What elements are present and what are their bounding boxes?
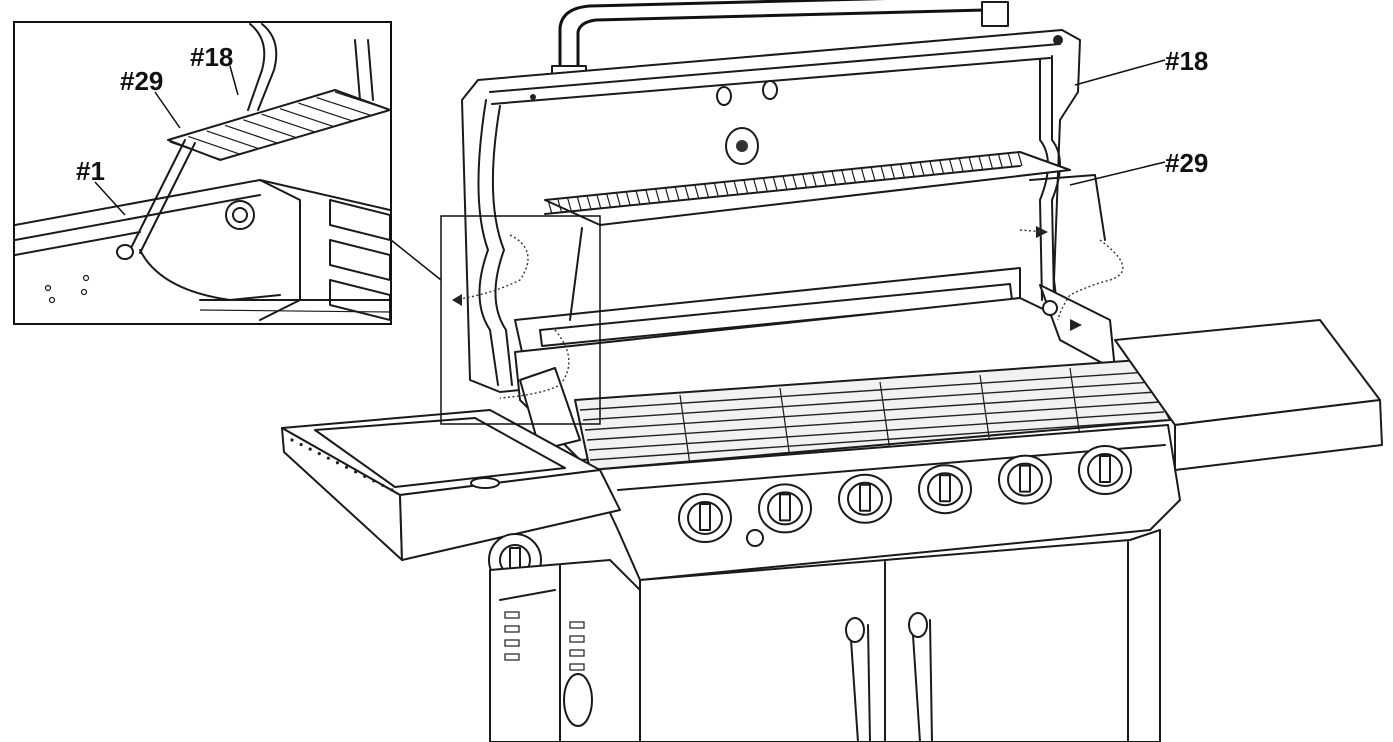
main-callouts: #18 #29 bbox=[1069, 46, 1208, 186]
control-panel bbox=[589, 424, 1181, 581]
arrow-left-icon bbox=[452, 294, 462, 306]
right-side-shelf bbox=[1114, 319, 1383, 471]
inset-callout-18-label: #18 bbox=[190, 42, 233, 72]
detail-highlight-box bbox=[440, 215, 601, 425]
left-side-shelf bbox=[281, 409, 621, 587]
arrow-right-icon bbox=[1070, 319, 1082, 331]
burner-knob bbox=[918, 464, 972, 515]
callout-29-label: #29 bbox=[1165, 148, 1208, 178]
cabinet-door-handle bbox=[845, 617, 865, 643]
burner-knob bbox=[998, 454, 1052, 505]
burner-knob bbox=[1078, 445, 1132, 495]
cabinet-door-handle bbox=[908, 612, 928, 638]
assembly-guide-paths bbox=[451, 226, 1124, 399]
inset-callout-29-label: #29 bbox=[120, 66, 163, 96]
cooking-grates bbox=[574, 359, 1171, 471]
detail-leader-line bbox=[390, 239, 442, 281]
callout-18-label: #18 bbox=[1165, 46, 1208, 76]
inset-callout-1-label: #1 bbox=[76, 156, 105, 186]
arrow-right-icon bbox=[1036, 226, 1048, 238]
burner-knob bbox=[838, 473, 892, 524]
ignitor-button bbox=[746, 529, 764, 547]
cabinet bbox=[489, 529, 1161, 742]
burner-knob bbox=[678, 493, 732, 543]
grill-illustration: #18 #29 bbox=[281, 0, 1383, 742]
warming-rack bbox=[544, 151, 1106, 321]
detail-inset: #29 #18 #1 bbox=[13, 21, 392, 325]
burner-knob bbox=[758, 483, 812, 534]
